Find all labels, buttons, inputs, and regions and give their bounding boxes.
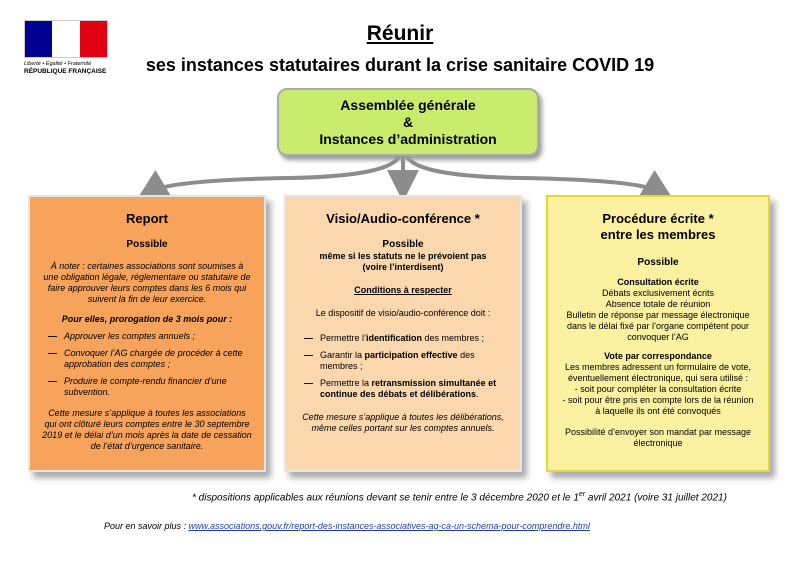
ecrite-vote-line: - soit pour compléter la consultation éc… — [574, 384, 742, 394]
report-box: Report Possible À noter : certaines asso… — [28, 195, 266, 472]
visio-title: Visio/Audio-conférence * — [326, 211, 480, 226]
ecrite-consult-line: Débats exclusivement écrits — [601, 288, 715, 298]
visio-status-detail: même si les statuts ne le prévoient pas — [319, 251, 487, 261]
report-title: Report — [126, 211, 168, 226]
assemblee-generale-box: Assemblée générale & Instances d’adminis… — [277, 88, 539, 156]
footnote: * dispositions applicables aux réunions … — [192, 491, 727, 504]
visio-box: Visio/Audio-conférence * Possible même s… — [284, 195, 522, 472]
ecrite-title: Procédure écrite * entre les membres — [600, 211, 716, 242]
list-item: Permettre l’identification des membres ; — [298, 333, 508, 344]
arrow-left — [136, 151, 402, 201]
visio-status-detail2: (voire l’interdisent) — [362, 262, 444, 272]
republique-francaise-logo: Liberté • Égalité • Fraternité RÉPUBLIQU… — [24, 20, 108, 75]
visio-closing: Cette mesure s’applique à toutes les dél… — [302, 412, 504, 433]
flag-icon — [24, 20, 108, 58]
ecrite-consult-title: Consultation écrite — [617, 277, 699, 287]
logo-motto: Liberté • Égalité • Fraternité — [24, 61, 92, 67]
visio-conditions-title: Conditions à respecter — [354, 285, 452, 295]
visio-list: Permettre l’identification des membres ;… — [298, 333, 508, 400]
ecrite-consult-line: Bulletin de réponse par message électron… — [566, 310, 750, 342]
more-label: Pour en savoir plus : — [104, 521, 189, 531]
ecrite-consult-line: Absence totale de réunion — [605, 299, 711, 309]
report-list: Approuver les comptes annuels ; Convoque… — [42, 331, 252, 398]
report-closing: Cette mesure s’applique à toutes les ass… — [42, 408, 252, 451]
report-status: Possible — [126, 239, 168, 250]
ecrite-mandat: Possibilité d’envoyer son mandat par mes… — [564, 427, 752, 448]
procedure-ecrite-box: Procédure écrite * entre les membres Pos… — [546, 195, 770, 472]
list-item: Garantir la participation effective des … — [298, 350, 508, 372]
report-prorogation: Pour elles, prorogation de 3 mois pour : — [61, 314, 233, 324]
more-info: Pour en savoir plus : www.associations.g… — [104, 521, 590, 531]
page-subtitle: ses instances statutaires durant la cris… — [145, 55, 655, 75]
logo-name: RÉPUBLIQUE FRANÇAISE — [24, 68, 107, 75]
ecrite-vote-line: Les membres adressent un formulaire de v… — [564, 362, 752, 383]
list-item: Convoquer l’AG chargée de procéder à cet… — [42, 348, 252, 370]
list-item: Permettre la retransmission simultanée e… — [298, 378, 508, 400]
ecrite-status: Possible — [637, 257, 679, 268]
visio-intro: Le dispositif de visio/audio-conférence … — [315, 308, 491, 318]
list-item: Approuver les comptes annuels ; — [42, 331, 252, 342]
more-link[interactable]: www.associations.gouv.fr/report-des-inst… — [188, 521, 590, 531]
ecrite-vote-title: Vote par correspondance — [604, 351, 712, 361]
ecrite-vote-line: - soit pour être pris en compte lors de … — [562, 395, 754, 416]
arrow-right — [404, 151, 674, 201]
list-item: Produire le compte-rendu financier d’une… — [42, 376, 252, 398]
page-title: Réunir — [366, 22, 434, 45]
report-note: À noter : certaines associations sont so… — [43, 261, 251, 304]
visio-status: Possible — [382, 239, 424, 250]
